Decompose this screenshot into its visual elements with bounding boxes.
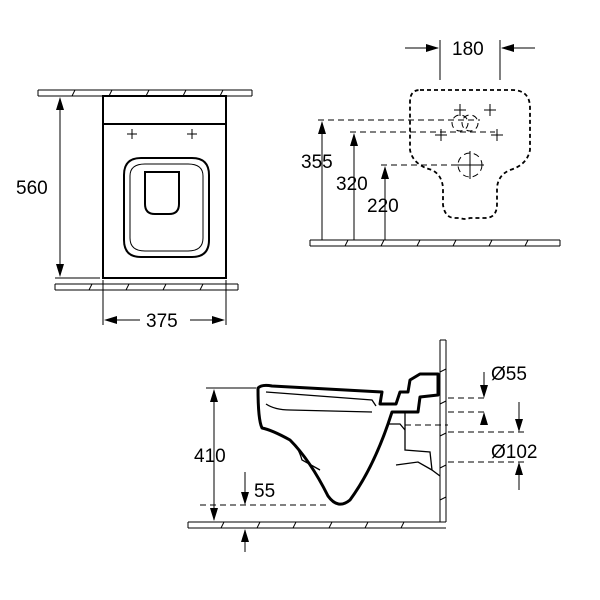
pipe-large-dimension xyxy=(515,402,523,490)
side-55-label: 55 xyxy=(254,481,275,502)
side-wall xyxy=(439,339,447,522)
rear-220-label: 220 xyxy=(367,196,399,217)
pipe-small-label: Ø55 xyxy=(491,364,527,385)
side-view: Ø55 Ø102 410 55 xyxy=(187,339,537,552)
front-bowl xyxy=(123,157,210,258)
front-bottom-strip xyxy=(54,283,239,291)
front-flush-opening xyxy=(144,171,180,215)
rear-320-label: 320 xyxy=(336,174,368,195)
side-55-dimension xyxy=(241,472,249,552)
front-height-dimension xyxy=(55,95,100,279)
front-width-label: 375 xyxy=(146,311,178,332)
rear-355-label: 355 xyxy=(301,152,333,173)
front-toilet-body xyxy=(102,95,227,279)
side-height-label: 410 xyxy=(194,446,226,467)
side-floor xyxy=(187,521,446,529)
rear-spacing-label: 180 xyxy=(452,39,484,60)
front-width-dimension xyxy=(102,280,227,325)
front-view: 560 375 xyxy=(16,89,253,332)
rear-spacing-dimension xyxy=(405,40,535,80)
side-toilet-profile xyxy=(256,372,440,506)
pipe-large-label: Ø102 xyxy=(491,442,537,463)
rear-outline xyxy=(409,89,531,220)
front-mounting-holes xyxy=(127,129,197,139)
rear-floor-strip xyxy=(309,239,561,247)
rear-vertical-dimensions xyxy=(318,121,389,240)
rear-holes xyxy=(435,104,503,179)
pipe-small-dimension xyxy=(480,372,488,425)
side-height-dimension xyxy=(206,387,256,521)
rear-view: 180 xyxy=(301,39,561,247)
front-height-label: 560 xyxy=(16,178,48,199)
